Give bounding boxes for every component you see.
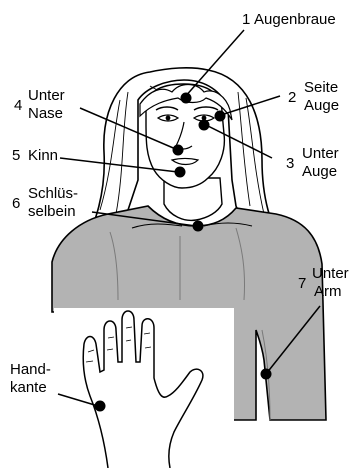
point-number-1: 1 xyxy=(242,12,250,28)
point-dot-5 xyxy=(175,167,186,178)
point-label-6-line-1: Schlüs- xyxy=(28,186,78,202)
point-dot-handkante xyxy=(95,401,106,412)
point-label-7-line-2: Arm xyxy=(314,284,342,300)
point-label-7-line-1: Unter xyxy=(312,266,349,282)
point-dot-7 xyxy=(261,369,272,380)
point-label-3-line-2: Auge xyxy=(302,164,337,180)
point-label-5: Kinn xyxy=(28,148,58,164)
point-label-2-line-2: Auge xyxy=(304,98,339,114)
point-label-handkante-line-1: Hand- xyxy=(10,362,51,378)
point-dot-6 xyxy=(193,221,204,232)
point-label-4-line-1: Unter xyxy=(28,88,65,104)
point-label-handkante-line-2: kante xyxy=(10,380,47,396)
point-number-6: 6 xyxy=(12,196,20,212)
point-label-1: Augenbraue xyxy=(254,12,336,28)
point-label-6-line-2: selbein xyxy=(28,204,76,220)
point-dot-3 xyxy=(199,120,210,131)
point-number-3: 3 xyxy=(286,156,294,172)
point-label-4-line-2: Nase xyxy=(28,106,63,122)
point-number-7: 7 xyxy=(298,276,306,292)
point-label-2-line-1: Seite xyxy=(304,80,338,96)
point-number-5: 5 xyxy=(12,148,20,164)
point-dot-4 xyxy=(173,145,184,156)
pupil-left xyxy=(166,116,171,121)
point-dot-2 xyxy=(215,111,226,122)
point-dot-1 xyxy=(181,93,192,104)
point-label-3-line-1: Unter xyxy=(302,146,339,162)
point-number-2: 2 xyxy=(288,90,296,106)
point-number-4: 4 xyxy=(14,98,22,114)
